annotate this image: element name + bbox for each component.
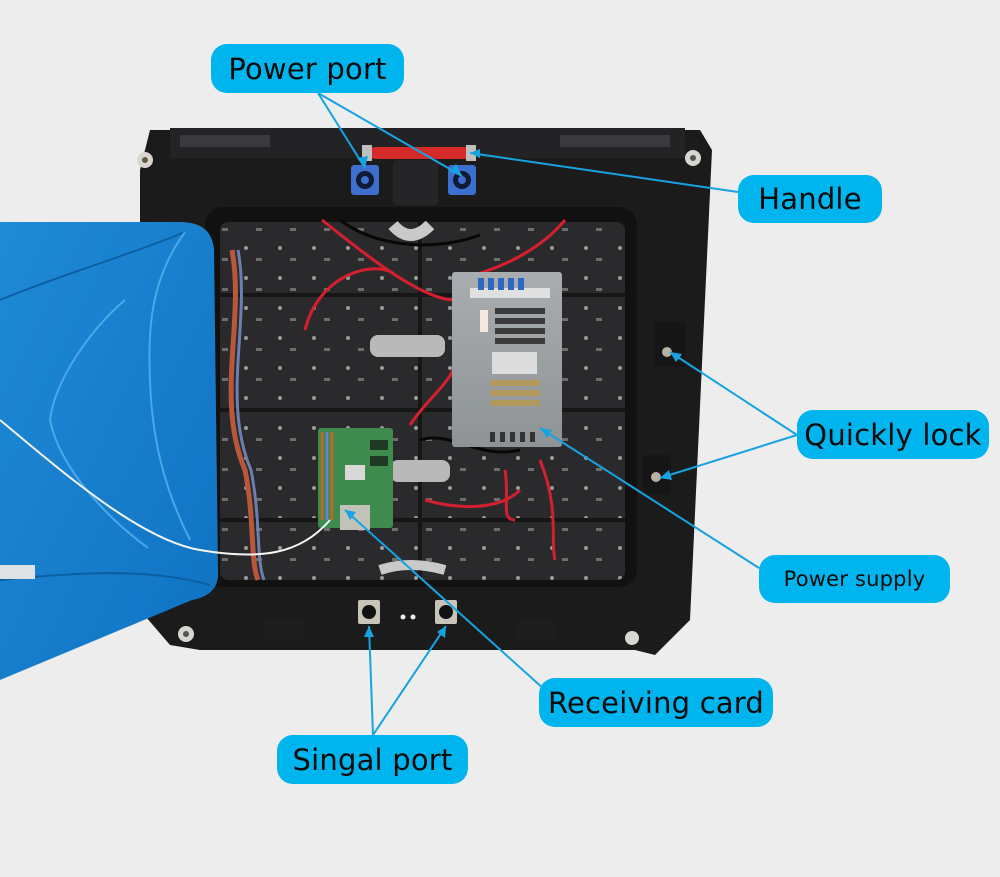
cabinet-frame (137, 128, 712, 655)
callout-receiving-card: Receiving card (539, 678, 773, 727)
callout-singal-port: Singal port (277, 735, 468, 784)
leader-singal-port-right (372, 625, 447, 736)
arrow-head-icon (345, 510, 356, 520)
callout-power-supply: Power supply (759, 555, 950, 603)
blue-cover (0, 222, 331, 680)
leader-power-supply (539, 427, 760, 569)
handle-part (362, 145, 476, 205)
leader-quickly-lock-bottom (659, 434, 798, 479)
arrow-head-icon (660, 470, 672, 480)
callout-label: Quickly lock (804, 417, 982, 452)
callout-power-port: Power port (211, 44, 404, 93)
callout-label: Power supply (783, 567, 926, 591)
leader-handle (469, 152, 739, 193)
arrow-head-icon (540, 428, 552, 438)
callout-label: Singal port (292, 742, 453, 777)
arrow-head-icon (437, 626, 446, 638)
arrow-heads (345, 149, 682, 638)
leader-singal-port-left (368, 625, 374, 736)
arrow-head-icon (670, 352, 682, 362)
callout-label: Handle (758, 182, 862, 216)
callout-quickly-lock: Quickly lock (797, 410, 989, 459)
leader-power-port-right (317, 92, 463, 177)
power-supply-part (452, 272, 562, 447)
arrow-head-icon (357, 156, 368, 168)
ribbon-cables (228, 220, 450, 581)
leader-lines (317, 92, 798, 736)
signal-port-parts (358, 600, 457, 624)
arrow-head-icon (470, 149, 480, 158)
callout-label: Power port (228, 51, 387, 86)
receiving-card-part (318, 428, 393, 530)
leader-receiving-card (344, 509, 546, 691)
arrow-head-icon (364, 626, 374, 637)
leader-power-port-left (317, 92, 366, 169)
callout-label: Receiving card (547, 685, 765, 720)
leader-quickly-lock-top (669, 351, 798, 436)
arrow-head-icon (450, 164, 462, 176)
callout-handle: Handle (738, 175, 882, 223)
